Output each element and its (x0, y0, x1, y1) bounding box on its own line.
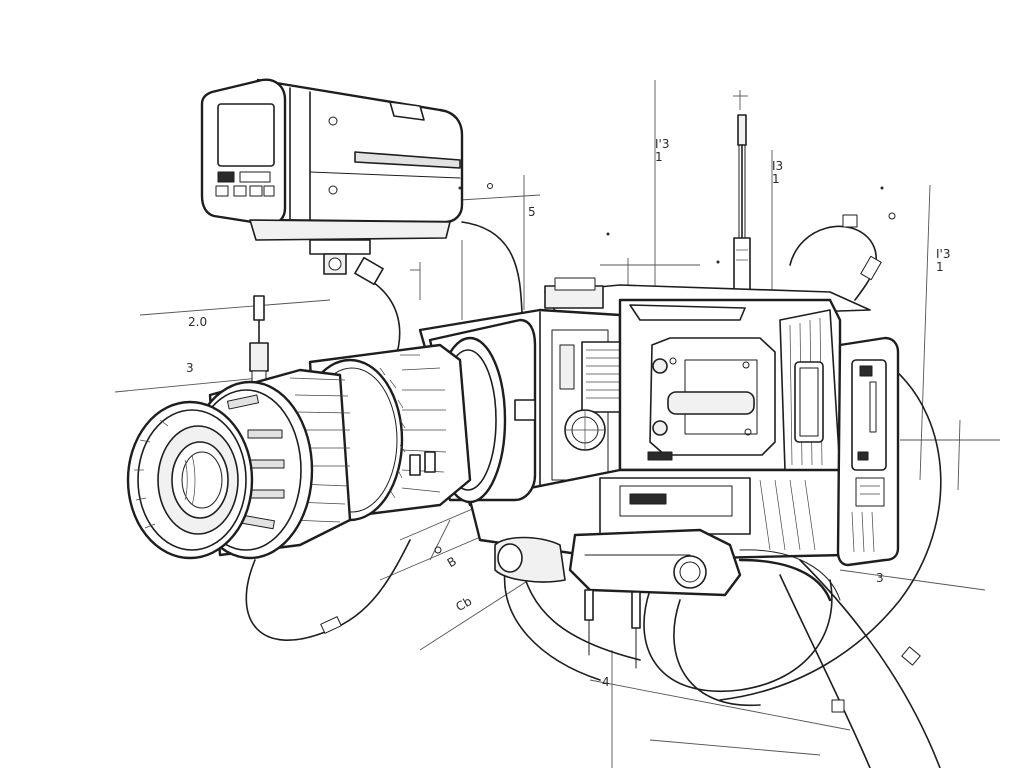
cables (245, 214, 942, 768)
annotation-label: 5 (528, 205, 536, 219)
top-monitor (200, 78, 464, 286)
annotation-label: I'3 1 (936, 247, 951, 274)
annotation-label: 2.0 (188, 315, 208, 329)
annotation-label: 3 (186, 361, 194, 375)
annotation-label: I3 1 (772, 159, 784, 186)
barrel-ribs (400, 354, 447, 493)
lens-barrel (126, 318, 537, 560)
antenna (733, 114, 751, 294)
front-barrel-hatching (289, 377, 351, 523)
side-battery-module (836, 336, 900, 567)
lens-grip-ridges (226, 394, 285, 530)
front-ring-notches (134, 419, 169, 529)
specks (434, 183, 896, 554)
rod-connector (249, 295, 269, 386)
annotation-label: 4 (602, 675, 610, 689)
annotation-label: 3 (876, 571, 884, 585)
focus-ring-teeth (379, 367, 406, 499)
bottom-handle (494, 528, 841, 669)
annotation-label: I'3 1 (655, 137, 670, 164)
